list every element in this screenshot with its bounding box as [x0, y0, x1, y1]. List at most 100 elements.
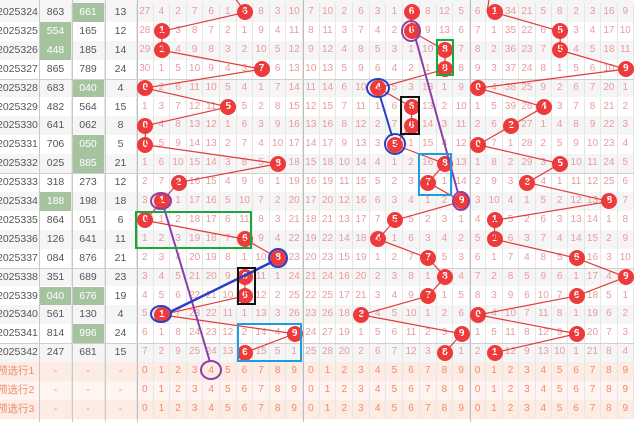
prediction-digit[interactable]: 4	[536, 399, 552, 419]
prediction-digit[interactable]: 7	[420, 381, 437, 400]
prediction-digit[interactable]: 6	[403, 399, 420, 419]
prediction-digit[interactable]: 6	[403, 362, 420, 381]
prediction-digit[interactable]: 3	[519, 381, 536, 400]
prediction-digit[interactable]: 1	[320, 381, 337, 400]
prediction-digit[interactable]: 6	[237, 399, 254, 419]
prediction-digit[interactable]: 2	[170, 362, 187, 381]
prediction-digit[interactable]: 2	[170, 399, 187, 419]
prediction-digit[interactable]: 3	[353, 381, 370, 400]
prediction-digit[interactable]: 9	[618, 381, 634, 400]
prediction-digit[interactable]: 5	[220, 399, 237, 419]
prediction-digit[interactable]: 4	[536, 381, 552, 400]
prediction-digit[interactable]: 8	[601, 381, 618, 400]
prediction-digit[interactable]: 6	[237, 381, 254, 400]
prediction-digit[interactable]: 3	[187, 362, 204, 381]
prediction-digit[interactable]: 6	[568, 362, 585, 381]
prediction-digit[interactable]: 2	[170, 381, 187, 400]
prediction-digit[interactable]: 2	[503, 381, 520, 400]
prediction-digit[interactable]: 6	[568, 399, 585, 419]
prediction-digit[interactable]: 9	[618, 362, 634, 381]
prediction-digit[interactable]: 1	[486, 381, 503, 400]
prediction-digit[interactable]: 1	[320, 362, 337, 381]
prediction-digit[interactable]: 7	[420, 399, 437, 419]
prediction-digit[interactable]: 4	[370, 362, 387, 381]
prediction-digit[interactable]: 9	[286, 362, 303, 381]
prediction-digit[interactable]: 8	[270, 399, 287, 419]
prediction-digit[interactable]: 7	[585, 381, 602, 400]
prediction-digit[interactable]: 8	[601, 362, 618, 381]
prediction-digit[interactable]: 3	[519, 399, 536, 419]
prediction-digit[interactable]: 5	[387, 399, 404, 419]
prediction-digit[interactable]: 5	[387, 381, 404, 400]
prediction-digit[interactable]: 4	[203, 381, 220, 400]
prediction-digit[interactable]: 7	[253, 399, 270, 419]
hit-ball: 6	[403, 23, 420, 40]
prediction-digit[interactable]: 9	[453, 399, 470, 419]
miss-count-cell: 11	[220, 305, 237, 325]
prediction-digit[interactable]: 2	[503, 362, 520, 381]
prediction-digit[interactable]: 8	[270, 381, 287, 400]
table-row-partial	[0, 0, 634, 3]
prediction-digit[interactable]: 6	[403, 381, 420, 400]
prediction-digit[interactable]: 7	[253, 381, 270, 400]
prediction-digit[interactable]: 0	[137, 381, 154, 400]
prediction-digit[interactable]: 4	[203, 399, 220, 419]
prediction-digit[interactable]: 4	[203, 362, 220, 381]
prediction-digit[interactable]: 5	[552, 381, 569, 400]
prediction-digit[interactable]: 1	[154, 399, 171, 419]
prediction-digit[interactable]: 9	[286, 381, 303, 400]
prediction-digit[interactable]: 7	[585, 362, 602, 381]
prediction-digit[interactable]: 2	[336, 399, 354, 419]
prediction-digit[interactable]: 5	[552, 399, 569, 419]
prediction-digit[interactable]: 7	[420, 362, 437, 381]
prediction-digit[interactable]: 0	[303, 362, 320, 381]
prediction-digit[interactable]: 3	[519, 362, 536, 381]
prediction-digit[interactable]: 5	[220, 381, 237, 400]
prediction-digit[interactable]: 1	[154, 381, 171, 400]
hit-ball: 5	[386, 136, 403, 153]
prediction-digit[interactable]: 8	[601, 399, 618, 419]
prediction-digit[interactable]: 0	[470, 399, 487, 419]
prediction-digit[interactable]: 3	[187, 381, 204, 400]
prediction-digit[interactable]: 3	[187, 399, 204, 419]
prediction-digit[interactable]: 0	[137, 362, 154, 381]
prediction-digit[interactable]: 5	[220, 362, 237, 381]
prediction-digit[interactable]: 9	[453, 381, 470, 400]
prediction-digit[interactable]: 6	[568, 381, 585, 400]
prediction-digit[interactable]: 7	[253, 362, 270, 381]
prediction-digit[interactable]: 1	[486, 362, 503, 381]
prediction-digit[interactable]: 0	[137, 399, 154, 419]
prediction-digit[interactable]: 0	[470, 381, 487, 400]
prediction-digit[interactable]: 5	[387, 362, 404, 381]
prediction-digit[interactable]: 5	[552, 362, 569, 381]
prediction-digit[interactable]: 8	[270, 362, 287, 381]
prediction-digit[interactable]: 2	[336, 381, 354, 400]
prediction-digit[interactable]: 1	[486, 399, 503, 419]
prediction-digit[interactable]: 2	[503, 399, 520, 419]
prediction-digit[interactable]: 3	[353, 399, 370, 419]
prediction-digit[interactable]: 8	[437, 381, 454, 400]
prediction-digit[interactable]: 6	[237, 362, 254, 381]
prediction-digit[interactable]: 9	[618, 399, 634, 419]
prediction-digit[interactable]: 9	[453, 362, 470, 381]
prediction-digit[interactable]: 0	[303, 399, 320, 419]
prediction-digit[interactable]: 0	[303, 381, 320, 400]
prediction-digit[interactable]: 4	[370, 399, 387, 419]
miss-count-cell: 23	[601, 135, 618, 155]
miss-count-cell: 5	[237, 97, 254, 117]
prediction-digit[interactable]: 0	[470, 362, 487, 381]
prediction-digit[interactable]: 4	[370, 381, 387, 400]
prediction-digit[interactable]: 9	[286, 399, 303, 419]
miss-count-cell: 1	[568, 343, 585, 363]
prediction-digit[interactable]: 8	[437, 399, 454, 419]
prediction-digit[interactable]: 1	[154, 362, 171, 381]
prediction-digit[interactable]: 4	[536, 362, 552, 381]
prediction-digit[interactable]: 3	[353, 362, 370, 381]
prediction-digit[interactable]: 8	[437, 362, 454, 381]
prediction-digit[interactable]: 1	[320, 399, 337, 419]
prediction-digit[interactable]: 7	[585, 399, 602, 419]
prediction-digit[interactable]: 2	[336, 362, 354, 381]
